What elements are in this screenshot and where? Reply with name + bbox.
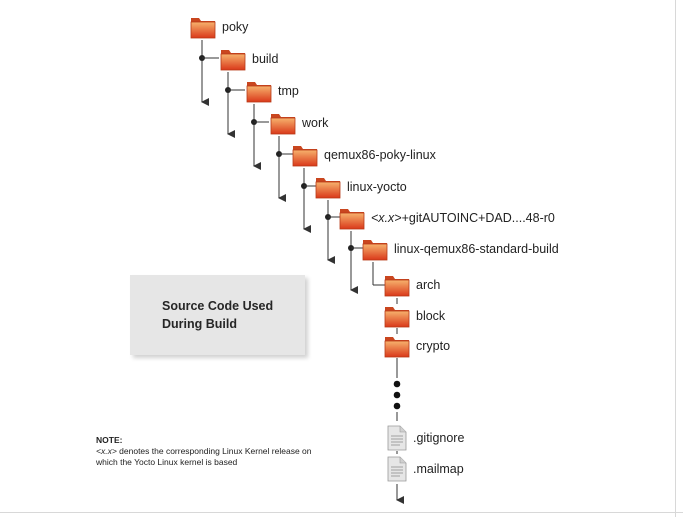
tree-node-build[interactable]: build [220,46,278,72]
folder-icon [384,276,410,297]
source-code-callout-text: Source Code Used During Build [162,297,273,333]
tree-node-label: crypto [416,339,451,353]
connector-poky-build [199,40,219,106]
tree-node-label: <x.x>+gitAUTOINC+DAD....48-r0 [371,211,555,225]
note-line-1-text: denotes the corresponding Linux Kernel r… [116,446,312,456]
tree-node-arch[interactable]: arch [384,272,440,298]
callout-line-1: Source Code Used [162,299,274,313]
folder-icon [246,82,272,103]
folder-icon [292,146,318,167]
folder-icon [362,240,388,261]
tree-node-poky[interactable]: poky [190,14,248,40]
tree-node-gitignore[interactable]: .gitignore [387,423,464,453]
tree-node-label: linux-qemux86-standard-build [394,242,559,256]
tree-node-block[interactable]: block [384,303,445,329]
connector-build-children [372,262,404,504]
folder-icon [384,337,410,358]
connector-work-qemux86 [276,136,293,202]
connector-version-build [348,231,363,294]
tree-node-crypto[interactable]: crypto [384,333,450,359]
tree-node-label: work [302,116,329,130]
tree-node-label: .mailmap [413,462,464,476]
folder-icon [270,114,296,135]
note-placeholder: <x.x> [96,446,117,456]
connector-build-tmp [225,72,245,138]
tree-node-linux-qemux86-standard-build[interactable]: linux-qemux86-standard-build [362,236,559,262]
tree-node-qemux86-poky-linux[interactable]: qemux86-poky-linux [292,142,436,168]
frame-border-bottom [0,512,683,513]
tree-node-label: .gitignore [413,431,465,445]
tree-node-label: build [252,52,279,66]
file-icon [387,456,407,482]
tree-node-kernel-version[interactable]: <x.x>+gitAUTOINC+DAD....48-r0 [339,205,555,231]
version-suffix: +gitAUTOINC+DAD....48-r0 [401,211,555,225]
connector-linuxyocto-version [325,200,340,264]
callout-line-2: During Build [162,317,237,331]
folder-icon [315,178,341,199]
folder-icon [190,18,216,39]
folder-icon [339,209,365,230]
tree-node-label: qemux86-poky-linux [324,148,436,162]
tree-node-label: linux-yocto [347,180,407,194]
tree-node-label: block [416,309,446,323]
tree-node-work[interactable]: work [270,110,328,136]
file-icon [387,425,407,451]
tree-node-label: tmp [278,84,299,98]
note-line-2: which the Yocto Linux kernel is based [96,457,238,467]
connector-qemux86-linuxyocto [301,168,316,233]
folder-icon [384,307,410,328]
tree-node-linux-yocto[interactable]: linux-yocto [315,174,407,200]
note-line-1: <x.x> denotes the corresponding Linux Ke… [96,446,386,457]
version-placeholder: <x.x> [371,211,402,225]
note-title: NOTE: [96,435,123,445]
tree-node-label: poky [222,20,249,34]
source-code-callout: Source Code Used During Build [130,275,305,355]
frame-border-right [675,0,676,517]
note: NOTE: <x.x> denotes the corresponding Li… [96,435,386,468]
tree-node-label: arch [416,278,441,292]
folder-icon [220,50,246,71]
tree-node-tmp[interactable]: tmp [246,78,299,104]
connector-tmp-work [251,104,269,170]
tree-node-mailmap[interactable]: .mailmap [387,454,464,484]
